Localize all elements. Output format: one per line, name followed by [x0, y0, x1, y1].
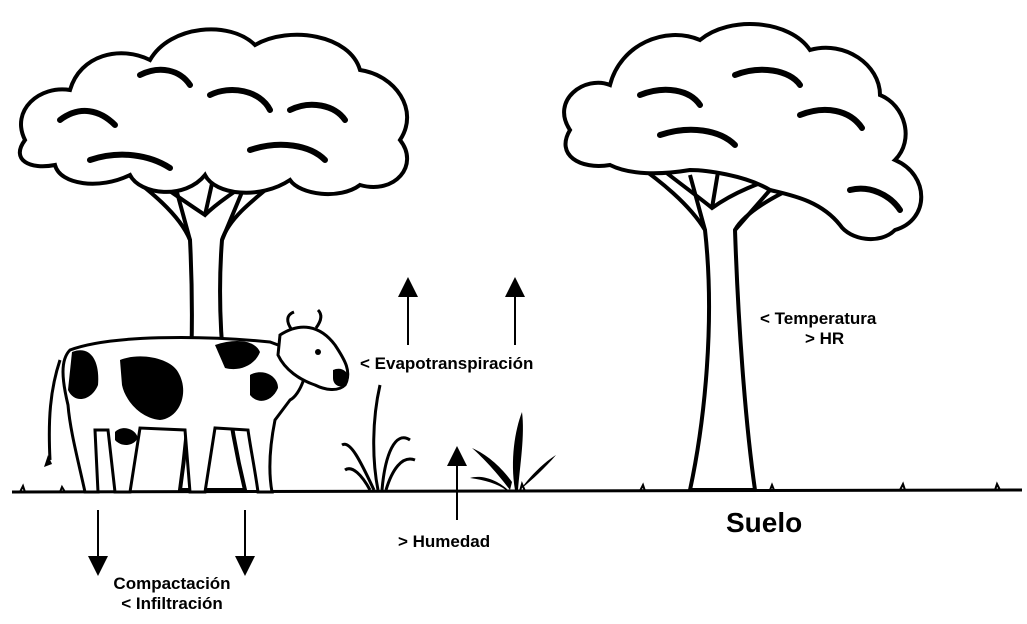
evapotranspiration-label: < Evapotranspiración: [360, 354, 533, 374]
temperature-text: < Temperatura: [760, 309, 876, 329]
temperature-label: < Temperatura > HR: [760, 309, 876, 348]
relative-humidity-text: > HR: [760, 329, 876, 349]
infiltration-text: < Infiltración: [92, 594, 252, 614]
compaction-arrows: [98, 510, 245, 566]
cow-tail: [49, 360, 60, 460]
right-tree: [564, 24, 921, 490]
compaction-label: Compactación < Infiltración: [92, 574, 252, 613]
grass-clump-right: [470, 412, 556, 490]
evapotranspiration-arrows: [408, 287, 515, 345]
soil-moisture-label: > Humedad: [398, 532, 490, 552]
soil-label: Suelo: [726, 507, 802, 539]
compaction-text: Compactación: [92, 574, 252, 594]
grass-clump-left: [342, 385, 415, 490]
cow: [44, 310, 348, 492]
